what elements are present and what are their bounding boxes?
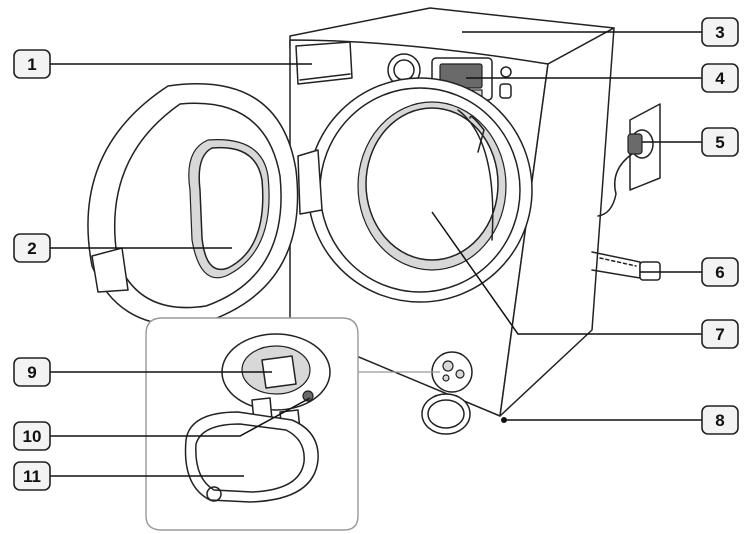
open-door-illustration [88,84,298,325]
svg-text:11: 11 [23,467,41,486]
callout-1: 1 [14,50,50,78]
svg-text:8: 8 [715,411,724,430]
callout-3: 3 [702,18,738,46]
svg-text:2: 2 [27,239,36,258]
svg-text:9: 9 [27,363,36,382]
door-hinge [298,150,322,214]
callout-11: 11 [14,462,50,490]
svg-text:1: 1 [27,55,36,74]
callout-10: 10 [14,422,50,450]
callout-2: 2 [14,234,50,262]
callout-9: 9 [14,358,50,386]
callout-8: 8 [702,406,738,434]
svg-text:7: 7 [715,325,724,344]
svg-text:4: 4 [715,69,725,88]
svg-text:5: 5 [715,133,724,152]
svg-text:3: 3 [715,23,724,42]
svg-text:10: 10 [23,427,42,446]
drum-opening [308,78,532,302]
callout-6: 6 [702,258,738,286]
drain-hose-shape [592,252,660,280]
callout-7: 7 [702,320,738,348]
callout-4: 4 [702,64,738,92]
callout-5: 5 [702,128,738,156]
svg-text:6: 6 [715,263,724,282]
